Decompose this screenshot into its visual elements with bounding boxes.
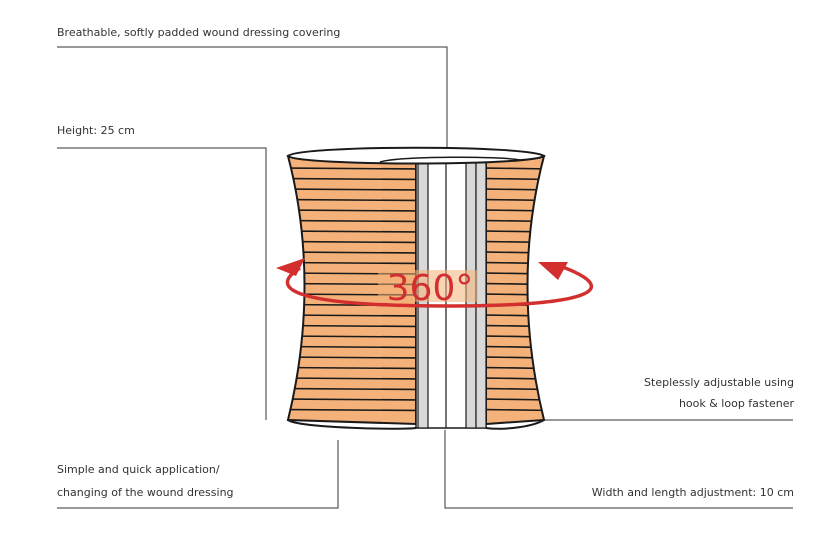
stripe	[288, 324, 416, 328]
leader-height	[57, 147, 267, 420]
stripe	[486, 198, 544, 202]
stripe	[486, 272, 544, 275]
label-fastener-line2: hook & loop fastener	[678, 397, 794, 410]
rotation-arrow-right-icon	[538, 262, 568, 280]
stripe	[486, 366, 544, 370]
label-height: Height: 25 cm	[57, 124, 135, 137]
rotation-text-bg	[378, 270, 478, 302]
stripe	[288, 314, 416, 317]
stripe	[288, 335, 416, 338]
stripe	[486, 219, 544, 223]
leader-lines	[57, 46, 793, 509]
stripe	[288, 209, 416, 212]
right-panel	[485, 154, 546, 426]
stripe	[288, 408, 416, 412]
stripe	[288, 398, 416, 401]
stripe	[288, 177, 416, 181]
top-rim-inner	[379, 156, 521, 163]
rotation-indicator: 360°	[276, 258, 594, 309]
stripe	[288, 356, 416, 359]
label-application-line2: changing of the wound dressing	[57, 486, 234, 499]
stripe	[486, 335, 544, 338]
stripe	[486, 398, 544, 401]
stripe	[288, 219, 416, 223]
stripe	[288, 366, 416, 370]
stripe	[288, 387, 416, 391]
stripe	[288, 230, 416, 233]
stripe	[486, 345, 544, 349]
stripe	[486, 167, 544, 170]
label-covering: Breathable, softly padded wound dressing…	[57, 26, 341, 39]
stripe	[288, 240, 416, 244]
stripe	[486, 324, 544, 328]
top-rim	[286, 146, 546, 165]
stripe	[288, 251, 416, 254]
stripe	[486, 377, 544, 380]
stripe	[486, 356, 544, 359]
stripe	[486, 240, 544, 244]
stripe	[486, 209, 544, 212]
stripe	[288, 188, 416, 191]
stripe	[486, 177, 544, 181]
stripe	[486, 314, 544, 317]
stripe	[486, 387, 544, 391]
label-application-line1: Simple and quick application/	[57, 463, 220, 476]
leader-covering	[57, 46, 448, 165]
rotation-arrow-left-icon	[276, 258, 305, 276]
bottom-rim	[287, 419, 545, 430]
stripe	[486, 408, 544, 412]
stripe	[486, 230, 544, 233]
leader-width	[444, 430, 793, 509]
leader-application	[57, 440, 339, 509]
label-width: Width and length adjustment: 10 cm	[591, 486, 794, 499]
stripe	[486, 293, 544, 296]
rotation-ellipse	[285, 264, 594, 308]
label-fastener-line1: Steplessly adjustable using	[644, 376, 794, 389]
stripe	[288, 377, 416, 380]
stripe	[486, 188, 544, 191]
rotation-text: 360°	[387, 268, 474, 309]
stripe	[486, 251, 544, 254]
stripe	[486, 282, 544, 286]
stripe	[288, 198, 416, 202]
stripe	[288, 167, 416, 170]
stripe	[288, 345, 416, 349]
